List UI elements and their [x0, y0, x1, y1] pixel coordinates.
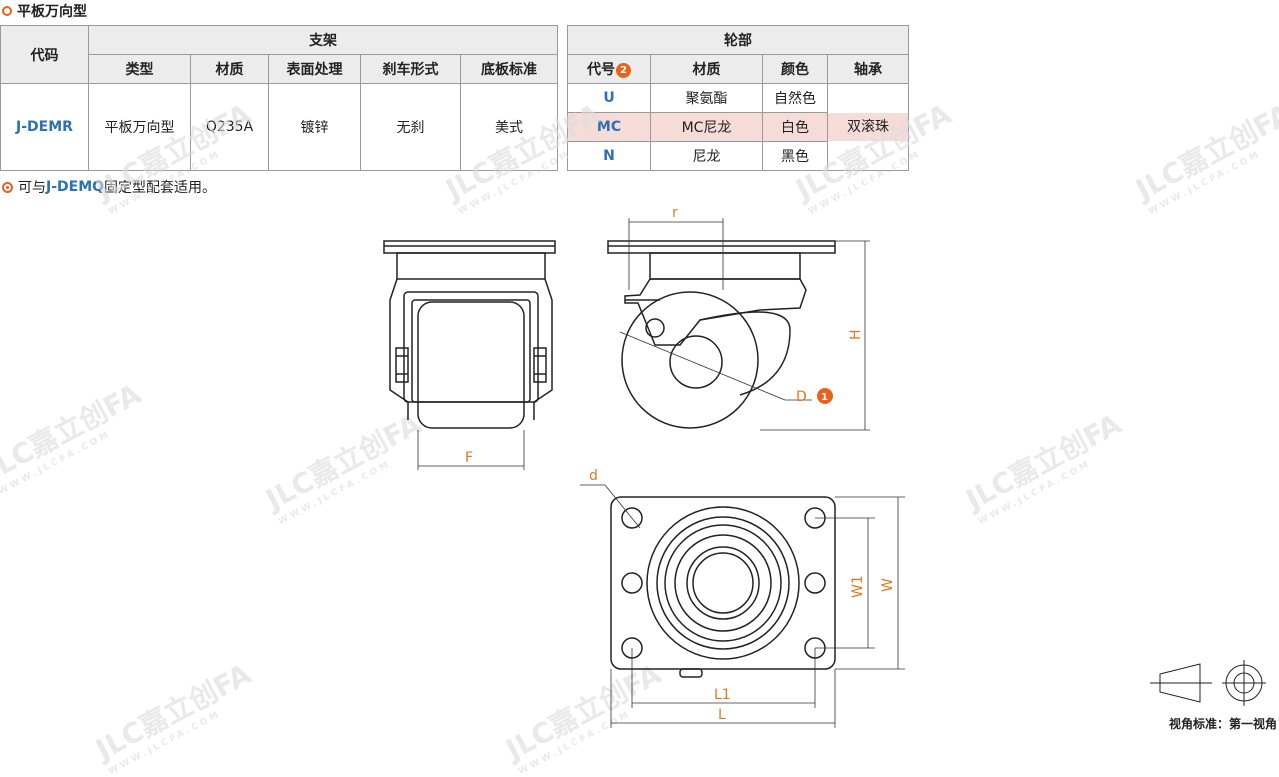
bearing-cell: 双滚珠 [827, 83, 910, 171]
dim-L: L [718, 707, 726, 723]
target-bullet-icon [2, 181, 13, 193]
wheel-color: 黑色 [762, 141, 829, 171]
header-material: 材质 [190, 54, 269, 84]
view-standard-label: 视角标准：第一视角 [1168, 717, 1277, 731]
wheel-material: 尼龙 [650, 141, 764, 171]
dim-W1: W1 [850, 575, 866, 598]
dim-F: F [465, 450, 473, 466]
brake-value: 无刹 [360, 83, 461, 171]
header-bracket: 支架 [87, 25, 559, 55]
projection-symbol-icon [1150, 660, 1266, 706]
surface-value: 镀锌 [268, 83, 361, 171]
circle-bullet-icon [2, 6, 12, 16]
header-bearing: 轴承 [827, 54, 910, 84]
header-code: 代码 [0, 25, 89, 84]
dim-L1: L1 [714, 687, 731, 703]
svg-text:1: 1 [821, 392, 828, 403]
page-title: 平板万向型 [2, 0, 87, 22]
material-value: Q235A [190, 83, 269, 171]
wheel-color: 白色 [762, 112, 829, 142]
dim-W: W [880, 578, 896, 592]
note-1-badge-icon [817, 388, 833, 404]
note-2-badge-icon: 2 [616, 63, 632, 78]
compatibility-note: 可与 J-DEMQ 固定型配套适用。 [2, 177, 216, 197]
header-color: 颜色 [762, 54, 829, 84]
top-view [610, 496, 836, 678]
product-code: J-DEMR [0, 83, 89, 171]
bearing-value: 双滚珠 [828, 113, 909, 141]
dim-d: d [589, 468, 598, 484]
technical-drawing: r H D F d W1 W L1 L 1 [383, 205, 1266, 728]
header-brake: 刹车形式 [360, 54, 461, 84]
plate-value: 美式 [459, 83, 559, 171]
header-plate: 底板标准 [459, 54, 559, 84]
dim-D: D [796, 389, 807, 405]
front-view [383, 240, 556, 429]
header-wheel-material: 材质 [650, 54, 764, 84]
side-view [607, 240, 836, 429]
dim-r: r [672, 205, 678, 221]
header-surface: 表面处理 [268, 54, 361, 84]
wheel-material: 聚氨酯 [650, 83, 764, 113]
type-value: 平板万向型 [88, 83, 191, 171]
header-type: 类型 [88, 54, 191, 84]
dim-H: H [848, 329, 864, 340]
wheel-code: MC [567, 112, 652, 142]
